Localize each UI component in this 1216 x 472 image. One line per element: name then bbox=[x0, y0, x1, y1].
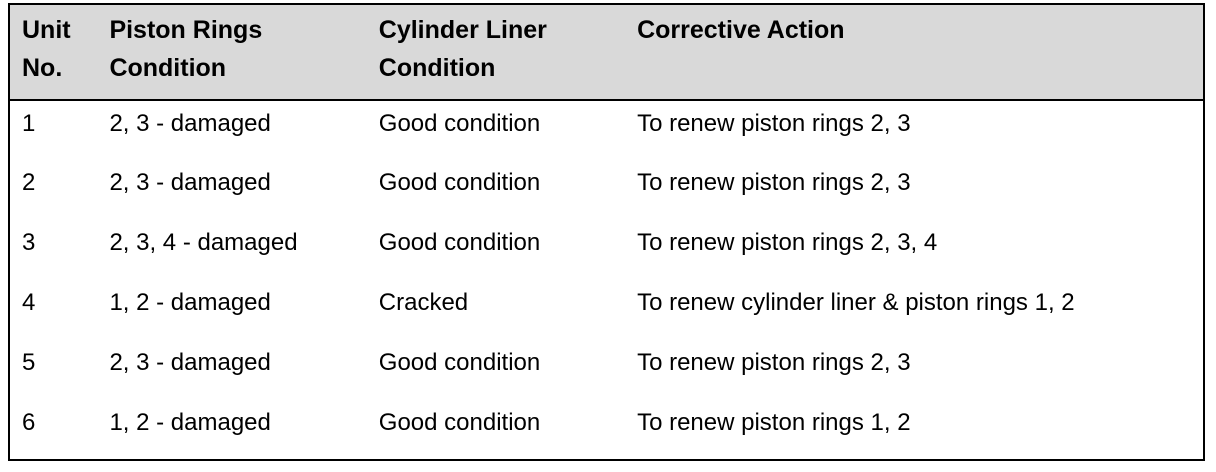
cell-piston-rings-condition: 2, 3 - damaged bbox=[109, 169, 271, 196]
cell-cylinder-liner-condition: Cracked bbox=[378, 289, 469, 316]
table-row: 1 2, 3 - damaged Good condition To renew… bbox=[9, 100, 1204, 160]
cell-piston-rings-condition: 1, 2 - damaged bbox=[109, 289, 271, 316]
cell-unit-no: 2 bbox=[22, 169, 36, 196]
cell-corrective-action: To renew piston rings 2, 3 bbox=[637, 110, 911, 137]
header-unit-no: Unit No. bbox=[9, 4, 98, 101]
cell-cylinder-liner-condition: Good condition bbox=[378, 169, 541, 196]
table-body: 1 2, 3 - damaged Good condition To renew… bbox=[9, 100, 1204, 460]
cell-cylinder-liner-condition: Good condition bbox=[378, 349, 541, 376]
cell-piston-rings-condition: 2, 3 - damaged bbox=[109, 110, 271, 137]
cell-cylinder-liner-condition: Good condition bbox=[378, 409, 541, 436]
cell-corrective-action: To renew cylinder liner & piston rings 1… bbox=[637, 289, 1075, 316]
cell-corrective-action: To renew piston rings 2, 3 bbox=[637, 169, 911, 196]
cell-unit-no: 5 bbox=[22, 349, 36, 376]
table-row: 3 2, 3, 4 - damaged Good condition To re… bbox=[9, 220, 1204, 280]
cell-piston-rings-condition: 2, 3 - damaged bbox=[109, 349, 271, 376]
header-piston-rings-condition: Piston Rings Condition bbox=[97, 4, 367, 101]
cell-unit-no: 4 bbox=[22, 289, 36, 316]
header-cylinder-liner-condition: Cylinder Liner Condition bbox=[366, 4, 626, 101]
cell-corrective-action: To renew piston rings 2, 3 bbox=[637, 349, 911, 376]
cell-corrective-action: To renew piston rings 2, 3, 4 bbox=[637, 229, 938, 256]
header-corrective-action: Corrective Action bbox=[625, 4, 1204, 101]
cell-unit-no: 3 bbox=[22, 229, 36, 256]
cell-corrective-action: To renew piston rings 1, 2 bbox=[637, 409, 911, 436]
cell-piston-rings-condition: 2, 3, 4 - damaged bbox=[109, 229, 298, 256]
cell-unit-no: 6 bbox=[22, 409, 36, 436]
cell-unit-no: 1 bbox=[22, 110, 36, 137]
table-row: 6 1, 2 - damaged Good condition To renew… bbox=[9, 400, 1204, 460]
cell-cylinder-liner-condition: Good condition bbox=[378, 110, 541, 137]
table-row: 5 2, 3 - damaged Good condition To renew… bbox=[9, 340, 1204, 400]
inspection-table: Unit No. Piston Rings Condition Cylinder… bbox=[8, 3, 1205, 461]
cell-piston-rings-condition: 1, 2 - damaged bbox=[109, 409, 271, 436]
table-header: Unit No. Piston Rings Condition Cylinder… bbox=[9, 4, 1204, 101]
table-row: 4 1, 2 - damaged Cracked To renew cylind… bbox=[9, 280, 1204, 340]
cell-cylinder-liner-condition: Good condition bbox=[378, 229, 541, 256]
table-row: 2 2, 3 - damaged Good condition To renew… bbox=[9, 160, 1204, 220]
table-header-row: Unit No. Piston Rings Condition Cylinder… bbox=[9, 4, 1204, 101]
inspection-table-container: Unit No. Piston Rings Condition Cylinder… bbox=[8, 3, 1205, 461]
